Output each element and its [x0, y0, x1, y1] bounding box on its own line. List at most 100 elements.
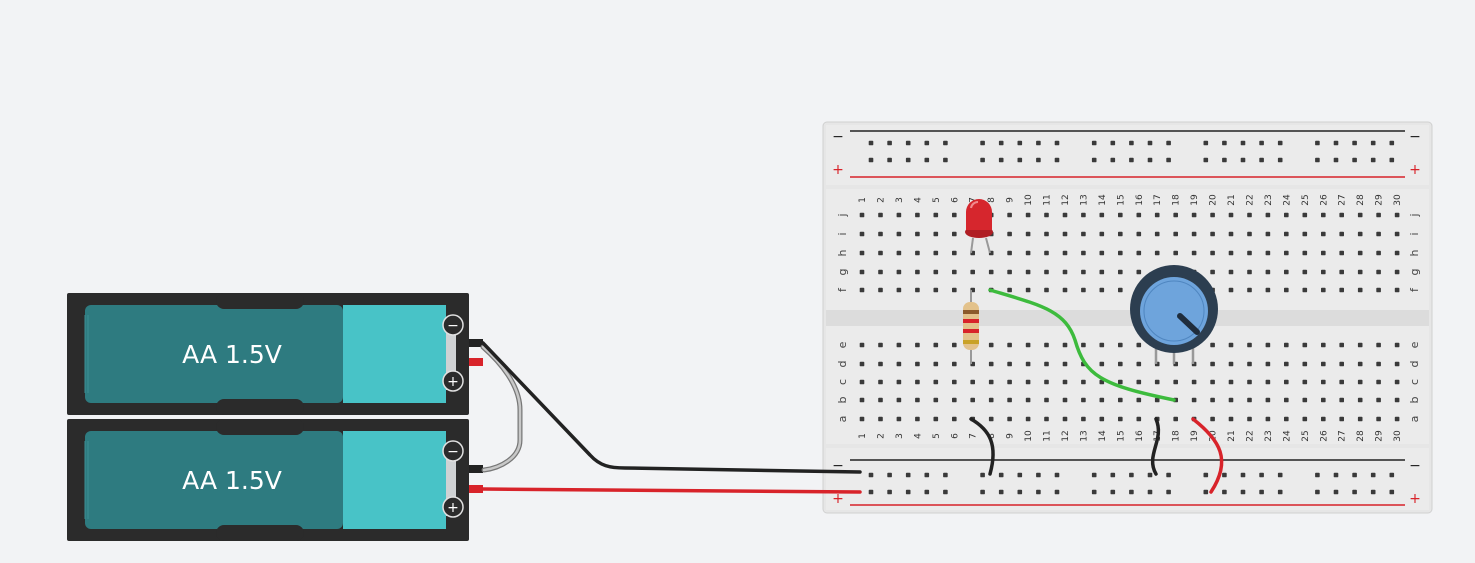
terminal-hole[interactable]: [1062, 416, 1068, 422]
terminal-hole[interactable]: [988, 416, 994, 422]
terminal-hole[interactable]: [1247, 379, 1252, 385]
terminal-hole[interactable]: [1265, 269, 1271, 275]
rail-hole[interactable]: [1054, 140, 1060, 146]
terminal-hole[interactable]: [1118, 361, 1123, 367]
terminal-hole[interactable]: [1081, 416, 1086, 422]
terminal-hole[interactable]: [1321, 287, 1326, 293]
rail-hole[interactable]: [1370, 489, 1376, 495]
terminal-hole[interactable]: [1339, 379, 1344, 385]
rail-hole[interactable]: [887, 140, 892, 146]
terminal-hole[interactable]: [1339, 269, 1344, 275]
terminal-hole[interactable]: [1247, 342, 1252, 348]
rail-hole[interactable]: [1389, 489, 1395, 495]
terminal-hole[interactable]: [1210, 361, 1215, 367]
terminal-hole[interactable]: [1265, 231, 1271, 237]
terminal-hole[interactable]: [1025, 416, 1031, 422]
rail-hole[interactable]: [1370, 140, 1376, 146]
wire-black-to-negative-rail[interactable]: [481, 341, 862, 474]
rail-hole[interactable]: [1370, 472, 1376, 478]
terminal-hole[interactable]: [915, 250, 920, 256]
terminal-hole[interactable]: [859, 397, 865, 403]
rail-hole[interactable]: [1147, 489, 1153, 495]
terminal-hole[interactable]: [859, 361, 865, 367]
rail-hole[interactable]: [1110, 140, 1116, 146]
terminal-hole[interactable]: [988, 397, 994, 403]
terminal-hole[interactable]: [1247, 287, 1252, 293]
terminal-hole[interactable]: [915, 397, 920, 403]
rail-hole[interactable]: [1147, 157, 1153, 163]
terminal-hole[interactable]: [1173, 212, 1178, 218]
battery-2-lead-black[interactable]: [469, 465, 483, 473]
rail-hole[interactable]: [1315, 472, 1320, 478]
rail-hole[interactable]: [1240, 472, 1246, 478]
terminal-hole[interactable]: [1265, 361, 1271, 367]
terminal-hole[interactable]: [988, 379, 994, 385]
rail-hole[interactable]: [1203, 489, 1209, 495]
rail-hole[interactable]: [1259, 489, 1264, 495]
rail-hole[interactable]: [1315, 157, 1320, 163]
resistor[interactable]: [963, 290, 979, 364]
terminal-hole[interactable]: [1007, 397, 1012, 403]
terminal-hole[interactable]: [1265, 397, 1271, 403]
rail-hole[interactable]: [1277, 140, 1283, 146]
terminal-hole[interactable]: [1062, 379, 1068, 385]
terminal-hole[interactable]: [1154, 397, 1160, 403]
battery-2-plus-terminal[interactable]: +: [442, 496, 464, 518]
led-red[interactable]: [965, 199, 993, 254]
terminal-hole[interactable]: [859, 212, 865, 218]
terminal-hole[interactable]: [1118, 231, 1123, 237]
terminal-hole[interactable]: [1394, 250, 1400, 256]
rail-hole[interactable]: [1370, 157, 1376, 163]
terminal-hole[interactable]: [1302, 342, 1308, 348]
rail-hole[interactable]: [1129, 472, 1134, 478]
wire-black-jumper-col7[interactable]: [969, 417, 995, 476]
terminal-hole[interactable]: [915, 212, 920, 218]
battery-1-lead-black[interactable]: [469, 339, 483, 347]
rail-hole[interactable]: [1110, 489, 1116, 495]
terminal-hole[interactable]: [878, 269, 883, 275]
terminal-hole[interactable]: [1247, 250, 1252, 256]
terminal-hole[interactable]: [1210, 212, 1215, 218]
terminal-hole[interactable]: [1228, 361, 1234, 367]
rail-hole[interactable]: [1203, 157, 1209, 163]
terminal-hole[interactable]: [1210, 250, 1215, 256]
terminal-hole[interactable]: [1376, 269, 1381, 275]
terminal-hole[interactable]: [1265, 250, 1271, 256]
terminal-hole[interactable]: [1007, 231, 1012, 237]
terminal-hole[interactable]: [1284, 250, 1289, 256]
terminal-hole[interactable]: [1302, 212, 1308, 218]
terminal-hole[interactable]: [1044, 397, 1049, 403]
terminal-hole[interactable]: [896, 231, 902, 237]
rail-hole[interactable]: [1389, 157, 1395, 163]
rail-hole[interactable]: [1259, 140, 1264, 146]
terminal-hole[interactable]: [1265, 379, 1271, 385]
terminal-hole[interactable]: [859, 287, 865, 293]
terminal-hole[interactable]: [1265, 416, 1271, 422]
terminal-hole[interactable]: [1339, 212, 1344, 218]
rail-hole[interactable]: [980, 157, 985, 163]
terminal-hole[interactable]: [1099, 250, 1105, 256]
terminal-hole[interactable]: [896, 269, 902, 275]
terminal-hole[interactable]: [1376, 397, 1381, 403]
terminal-hole[interactable]: [1376, 342, 1381, 348]
battery-2-minus-terminal[interactable]: −: [442, 440, 464, 462]
terminal-hole[interactable]: [878, 250, 883, 256]
terminal-hole[interactable]: [915, 287, 920, 293]
terminal-hole[interactable]: [1007, 379, 1012, 385]
rail-hole[interactable]: [980, 472, 985, 478]
terminal-hole[interactable]: [1284, 269, 1289, 275]
terminal-hole[interactable]: [933, 361, 939, 367]
terminal-hole[interactable]: [988, 269, 994, 275]
terminal-hole[interactable]: [1118, 342, 1123, 348]
terminal-hole[interactable]: [1339, 361, 1344, 367]
terminal-hole[interactable]: [915, 342, 920, 348]
terminal-hole[interactable]: [915, 379, 920, 385]
terminal-hole[interactable]: [878, 361, 883, 367]
terminal-hole[interactable]: [1394, 379, 1400, 385]
terminal-hole[interactable]: [970, 269, 975, 275]
terminal-hole[interactable]: [859, 250, 865, 256]
rail-hole[interactable]: [943, 472, 948, 478]
terminal-hole[interactable]: [859, 231, 865, 237]
terminal-hole[interactable]: [1228, 250, 1234, 256]
battery-1-plus-terminal[interactable]: +: [442, 370, 464, 392]
